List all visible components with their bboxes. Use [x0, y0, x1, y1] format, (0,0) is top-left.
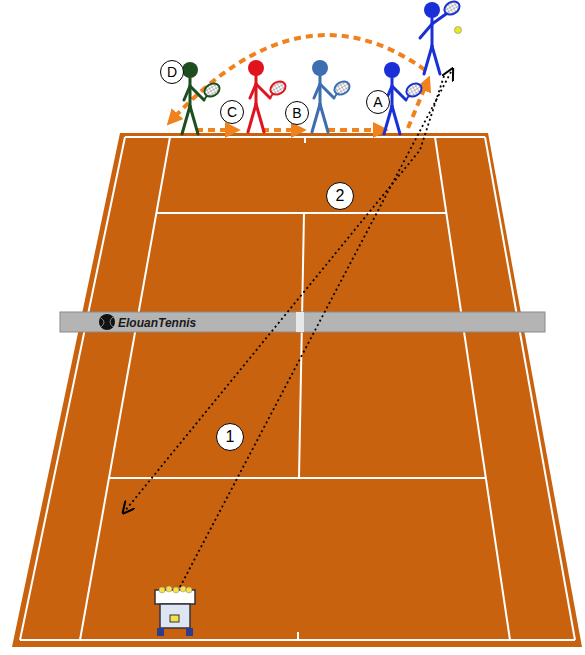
player-figure — [182, 62, 222, 134]
clay-surface — [12, 133, 582, 647]
callout-number: 2 — [326, 182, 354, 210]
player-letter: D — [160, 60, 184, 84]
callout-number: 1 — [216, 423, 244, 451]
net — [60, 312, 545, 332]
tennis-ball — [455, 27, 462, 34]
player-letter: A — [366, 90, 390, 114]
player-figure — [312, 60, 352, 132]
player-letter: B — [285, 101, 309, 125]
player-figure — [420, 0, 462, 74]
logo-ball — [99, 314, 115, 330]
player-letter: C — [220, 100, 244, 124]
player-figure — [384, 62, 424, 134]
watermark: ElouanTennis — [118, 316, 196, 330]
net-strap — [296, 312, 304, 332]
ball-machine — [155, 586, 195, 636]
court-lines — [20, 137, 575, 640]
player-figure — [248, 60, 288, 132]
